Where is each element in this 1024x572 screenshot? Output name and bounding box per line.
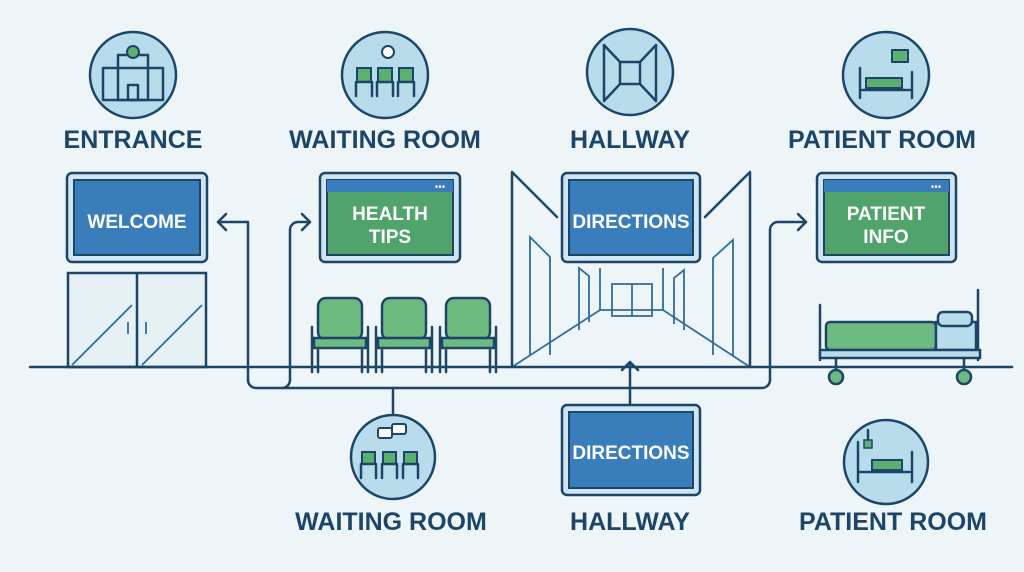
health-tips-screen: ••• HEALTH TIPS [318,171,462,264]
svg-text:INFO: INFO [863,227,908,248]
svg-text:WELCOME: WELCOME [87,212,186,233]
bottom-label-hallway: HALLWAY [570,508,690,536]
entrance-doors [66,271,208,369]
chairs-clock-icon [340,30,430,120]
label-hallway: HALLWAY [570,126,690,154]
chairs-chat-icon [349,413,437,501]
waiting-chairs [310,296,498,374]
bed-icon [841,30,931,120]
hospital-bed [818,288,982,386]
hallway-illustration [510,170,752,369]
hospital-building-icon [88,30,178,120]
svg-text:•••: ••• [931,182,942,193]
patient-info-screen: ••• PATIENT INFO [815,171,958,264]
hospital-bed-iv-icon [842,418,930,506]
directions-screen: DIRECTIONS [560,171,702,264]
label-waiting-room: WAITING ROOM [289,126,481,154]
arrow-to-directions [620,360,640,406]
svg-text:TIPS: TIPS [369,227,411,248]
hallway-icon [585,27,675,117]
connector-paths [216,212,808,415]
bottom-label-waiting-room: WAITING ROOM [295,508,487,536]
bottom-directions-screen: DIRECTIONS [560,403,702,497]
svg-text:•••: ••• [435,182,446,193]
arrow-to-welcome [216,212,250,382]
svg-text:HEALTH: HEALTH [352,204,428,225]
svg-text:PATIENT: PATIENT [847,204,926,225]
label-patient-room: PATIENT ROOM [788,126,976,154]
welcome-screen: WELCOME [65,171,209,264]
arrow-to-patient-info [796,212,808,232]
arrow-to-health-tips [280,212,312,390]
label-entrance: ENTRANCE [64,126,203,154]
svg-text:DIRECTIONS: DIRECTIONS [572,443,689,464]
svg-text:DIRECTIONS: DIRECTIONS [572,212,689,233]
bottom-label-patient-room: PATIENT ROOM [799,508,987,536]
